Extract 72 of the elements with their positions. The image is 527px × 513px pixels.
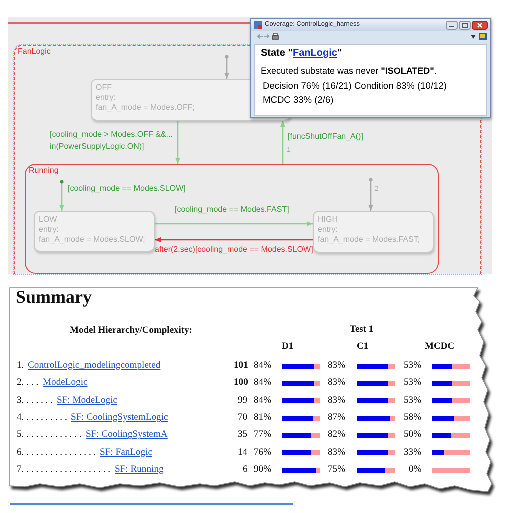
row-number: 2. . . . [17, 377, 39, 390]
coverage-percent: 58% [404, 412, 422, 424]
row-number: 6. . . . . . . . . . . . . . . . [17, 446, 96, 459]
hierarchy-heading: Model Hierarchy/Complexity: [70, 326, 193, 338]
model-link: SF: Running [115, 464, 164, 476]
transition-label: [funcShutOffFan_A()] [288, 132, 364, 142]
coverage-percent: 84% [254, 394, 272, 407]
row-number: 5. . . . . . . . . . . . . [17, 429, 82, 442]
coverage-percent: 84% [254, 360, 272, 372]
coverage-percent: 50% [404, 429, 422, 442]
state-box [313, 211, 434, 253]
transition-label: after(2,sec)[cooling_mode == Modes.SLOW] [155, 245, 314, 255]
metric-heading: C1 [357, 342, 369, 354]
popup-window [250, 18, 491, 118]
entry-label: entry: [318, 225, 338, 235]
entry-action: fan_A_mode = Modes.SLOW; [39, 235, 146, 245]
complexity-value: 35 [238, 429, 248, 442]
metric-heading: D1 [282, 342, 294, 354]
coverage-percent: 84% [254, 377, 272, 390]
model-link: ControlLogic_modelingcompleted [28, 360, 161, 372]
coverage-percent: 83% [328, 377, 346, 390]
coverage-percent: 83% [328, 360, 346, 372]
complexity-value: 6 [243, 464, 248, 476]
entry-action: fan_A_mode = Modes.FAST; [318, 235, 420, 245]
coverage-percent: 53% [404, 377, 422, 390]
report-title: Summary [16, 287, 92, 309]
transition-label: [cooling_mode == Modes.FAST] [175, 205, 290, 215]
transition-label: [cooling_mode > Modes.OFF &&... in(PowerSupplyLogic.ON)] [50, 129, 174, 153]
coverage-percent: 75% [328, 464, 346, 476]
row-number: 3. . . . . . . [17, 394, 53, 407]
complexity-value: 100 [234, 377, 248, 390]
coverage-percent: 82% [328, 429, 346, 442]
coverage-percent: 77% [254, 429, 272, 442]
complexity-value: 70 [238, 412, 248, 424]
complexity-value: 14 [238, 446, 248, 459]
coverage-percent: 90% [254, 464, 272, 476]
coverage-percent: 76% [254, 446, 272, 459]
model-link: ModeLogic [43, 377, 88, 390]
state-link: FanLogic [292, 48, 338, 59]
metric-heading: MCDC [425, 342, 455, 354]
coverage-percent: 33% [404, 446, 422, 459]
coverage-message: Executed substate was never "ISOLATED". [261, 66, 437, 77]
state-name: FanLogic [18, 47, 51, 57]
test-heading: Test 1 [350, 325, 374, 336]
state-name: LOW [39, 215, 58, 225]
complexity-value: 99 [238, 394, 248, 407]
coverage-percent: 81% [254, 412, 272, 424]
coverage-percent: 87% [328, 412, 346, 424]
transition-label: [cooling_mode == Modes.SLOW] [68, 184, 186, 194]
state-name: OFF [96, 83, 112, 93]
coverage-summary: Decision 76% (16/21) Condition 83% (10/12) MCDC 33% (2/6) [263, 80, 448, 107]
entry-action: fan_A_mode = Modes.OFF; [96, 103, 195, 113]
superstate-box [25, 164, 439, 274]
entry-label: entry: [39, 225, 60, 235]
model-link: SF: CoolingSystemA [86, 429, 168, 442]
model-link: SF: FanLogic [100, 446, 153, 459]
state-box [34, 211, 155, 252]
row-number: 1. [17, 360, 24, 372]
row-number: 7. . . . . . . . . . . . . . . . . . . [17, 464, 111, 476]
coverage-percent: 0% [409, 464, 422, 476]
complexity-value: 101 [234, 360, 248, 372]
coverage-percent: 53% [404, 360, 422, 372]
entry-label: entry: [96, 93, 116, 103]
row-number: 4. . . . . . . . . . [17, 412, 68, 424]
coverage-percent: 53% [404, 394, 422, 407]
model-link: SF: ModeLogic [57, 394, 118, 407]
model-link: SF: CoolingSystemLogic [71, 412, 168, 424]
state-heading: State "FanLogic" [261, 48, 342, 60]
state-name: HIGH [318, 215, 338, 225]
coverage-percent: 83% [328, 446, 346, 459]
coverage-percent: 83% [328, 394, 346, 407]
state-name: Running [29, 166, 59, 176]
